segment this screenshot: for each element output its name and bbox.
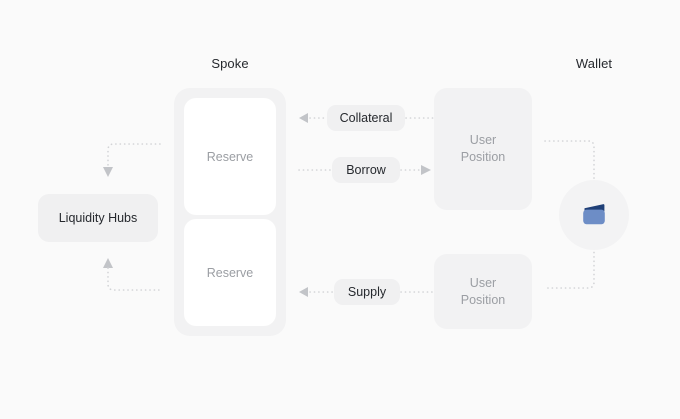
action-pill-label: Collateral [339, 111, 393, 125]
wallet-flap [584, 204, 605, 212]
action-pill-label: Supply [347, 285, 387, 299]
connector-wallet-bottom [544, 244, 600, 294]
connector-collateral-right [405, 110, 437, 126]
action-pill-label: Borrow [346, 163, 386, 177]
connector-supply-right [400, 284, 436, 300]
connector-line [107, 143, 161, 168]
user-position-label-line2: Position [460, 292, 506, 307]
action-pill-borrow[interactable]: Borrow [332, 157, 400, 183]
connector-collateral-left [298, 110, 328, 126]
arrowhead-down [103, 167, 113, 177]
connector-line [544, 140, 595, 182]
arrowhead-left [299, 287, 308, 297]
liquidity-hubs-label: Liquidity Hubs [58, 211, 138, 225]
user-position-label-line2: Position [460, 150, 506, 164]
reserve-card-label: Reserve [206, 149, 254, 164]
arrowhead-up [103, 258, 113, 268]
column-heading-spoke: Spoke [211, 56, 249, 71]
reserve-card[interactable]: Reserve [184, 98, 276, 215]
connector-supply-left [298, 284, 334, 300]
user-position-card[interactable]: User Position [434, 254, 532, 329]
action-pill-collateral[interactable]: Collateral [327, 105, 405, 131]
action-pill-supply[interactable]: Supply [334, 279, 400, 305]
reserve-card[interactable]: Reserve [184, 219, 276, 326]
connector-line [107, 267, 161, 291]
reserve-card-label: Reserve [206, 265, 254, 280]
column-heading-wallet: Wallet [575, 56, 613, 71]
spoke-container: Reserve Reserve [174, 88, 286, 336]
connector-line [544, 247, 595, 289]
liquidity-hubs-node[interactable]: Liquidity Hubs [38, 194, 158, 242]
user-position-card[interactable]: User Position [434, 88, 532, 210]
connector-borrow-right [400, 162, 434, 178]
wallet-badge[interactable] [559, 180, 629, 250]
arrowhead-right [421, 165, 431, 175]
connector-hubs-bottom [100, 254, 164, 296]
connector-borrow-left [298, 162, 334, 178]
user-position-label-line1: User [469, 275, 497, 290]
user-position-label-line1: User [469, 133, 497, 148]
wallet-icon [583, 204, 605, 225]
wallet-body [583, 209, 605, 225]
connector-hubs-top [100, 140, 164, 182]
arrowhead-left [299, 113, 308, 123]
